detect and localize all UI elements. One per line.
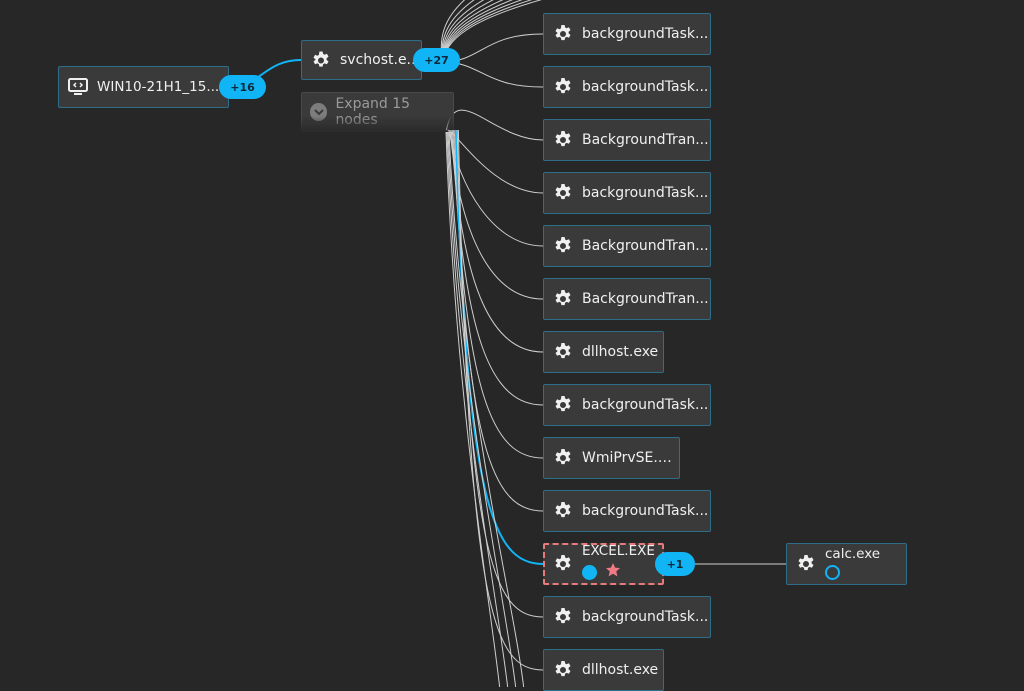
graph-edge-selected <box>455 129 544 565</box>
child-process-label: BackgroundTran... <box>582 238 709 254</box>
child-process-node[interactable]: WmiPrvSE.exe <box>543 437 680 479</box>
calc-process-node[interactable]: calc.exe <box>786 543 907 585</box>
excel-expand-badge[interactable]: +1 <box>655 552 695 576</box>
child-process-label: backgroundTask... <box>582 185 709 201</box>
expand-nodes-button[interactable]: Expand 15 nodes <box>301 92 454 132</box>
graph-edge <box>456 129 544 618</box>
child-process-label: BackgroundTran... <box>582 132 709 148</box>
child-process-label: WmiPrvSE.exe <box>582 450 679 466</box>
child-process-node[interactable]: BackgroundTran... <box>543 119 711 161</box>
gear-icon <box>552 659 574 681</box>
gear-icon <box>552 76 574 98</box>
child-process-node[interactable]: dllhost.exe <box>543 649 664 691</box>
gear-icon <box>552 235 574 257</box>
child-process-node[interactable]: backgroundTask... <box>543 13 711 55</box>
graph-edge <box>453 129 544 459</box>
graph-edge <box>446 131 509 687</box>
gear-icon <box>552 341 574 363</box>
child-process-node[interactable]: backgroundTask... <box>543 172 711 214</box>
child-process-node[interactable]: backgroundTask... <box>543 384 711 426</box>
child-process-node[interactable]: BackgroundTran... <box>543 278 711 320</box>
gear-icon <box>310 49 332 71</box>
child-process-label: backgroundTask... <box>582 609 709 625</box>
graph-edge <box>449 129 544 300</box>
gear-icon <box>552 129 574 151</box>
child-process-node[interactable]: dllhost.exe <box>543 331 664 373</box>
child-process-label: BackgroundTran... <box>582 291 709 307</box>
gear-icon <box>795 553 817 575</box>
gear-icon <box>552 394 574 416</box>
monitor-code-icon <box>67 76 89 98</box>
gear-icon <box>552 606 574 628</box>
child-process-node[interactable]: backgroundTask... <box>543 66 711 108</box>
alert-dot-icon <box>582 564 597 580</box>
gear-icon <box>552 500 574 522</box>
child-process-label: dllhost.exe <box>582 344 659 360</box>
gear-icon <box>552 288 574 310</box>
parent-expand-badge[interactable]: +27 <box>413 48 460 72</box>
expand-nodes-label: Expand 15 nodes <box>335 96 411 128</box>
star-icon <box>605 562 621 582</box>
graph-edge <box>447 131 517 687</box>
child-process-label: backgroundTask... <box>582 397 709 413</box>
child-process-label: backgroundTask... <box>582 79 709 95</box>
host-node[interactable]: WIN10-21H1_15... <box>58 66 229 108</box>
host-expand-badge[interactable]: +16 <box>219 75 266 99</box>
status-ring-icon <box>825 564 840 580</box>
child-process-label: backgroundTask... <box>582 26 709 42</box>
parent-process-label: svchost.exe <box>340 52 421 68</box>
parent-process-node[interactable]: svchost.exe <box>301 40 422 80</box>
calc-process-label: calc.exe <box>825 545 881 562</box>
graph-edge <box>448 131 525 687</box>
host-node-label: WIN10-21H1_15... <box>97 79 220 95</box>
excel-process-label: EXCEL.EXE <box>582 543 655 559</box>
child-process-node[interactable]: BackgroundTran... <box>543 225 711 267</box>
chevron-down-icon <box>310 103 328 121</box>
graph-edge <box>448 129 544 247</box>
graph-edge <box>445 109 544 141</box>
child-process-label: backgroundTask... <box>582 503 709 519</box>
gear-icon <box>552 447 574 469</box>
child-process-node[interactable]: backgroundTask... <box>543 596 711 638</box>
child-process-label: dllhost.exe <box>582 662 659 678</box>
graph-edge <box>445 131 501 687</box>
child-process-node[interactable]: backgroundTask... <box>543 490 711 532</box>
graph-edge <box>447 129 544 194</box>
gear-icon <box>552 182 574 204</box>
gear-icon <box>552 23 574 45</box>
gear-icon <box>552 553 574 575</box>
excel-process-node[interactable]: EXCEL.EXE <box>543 543 664 585</box>
